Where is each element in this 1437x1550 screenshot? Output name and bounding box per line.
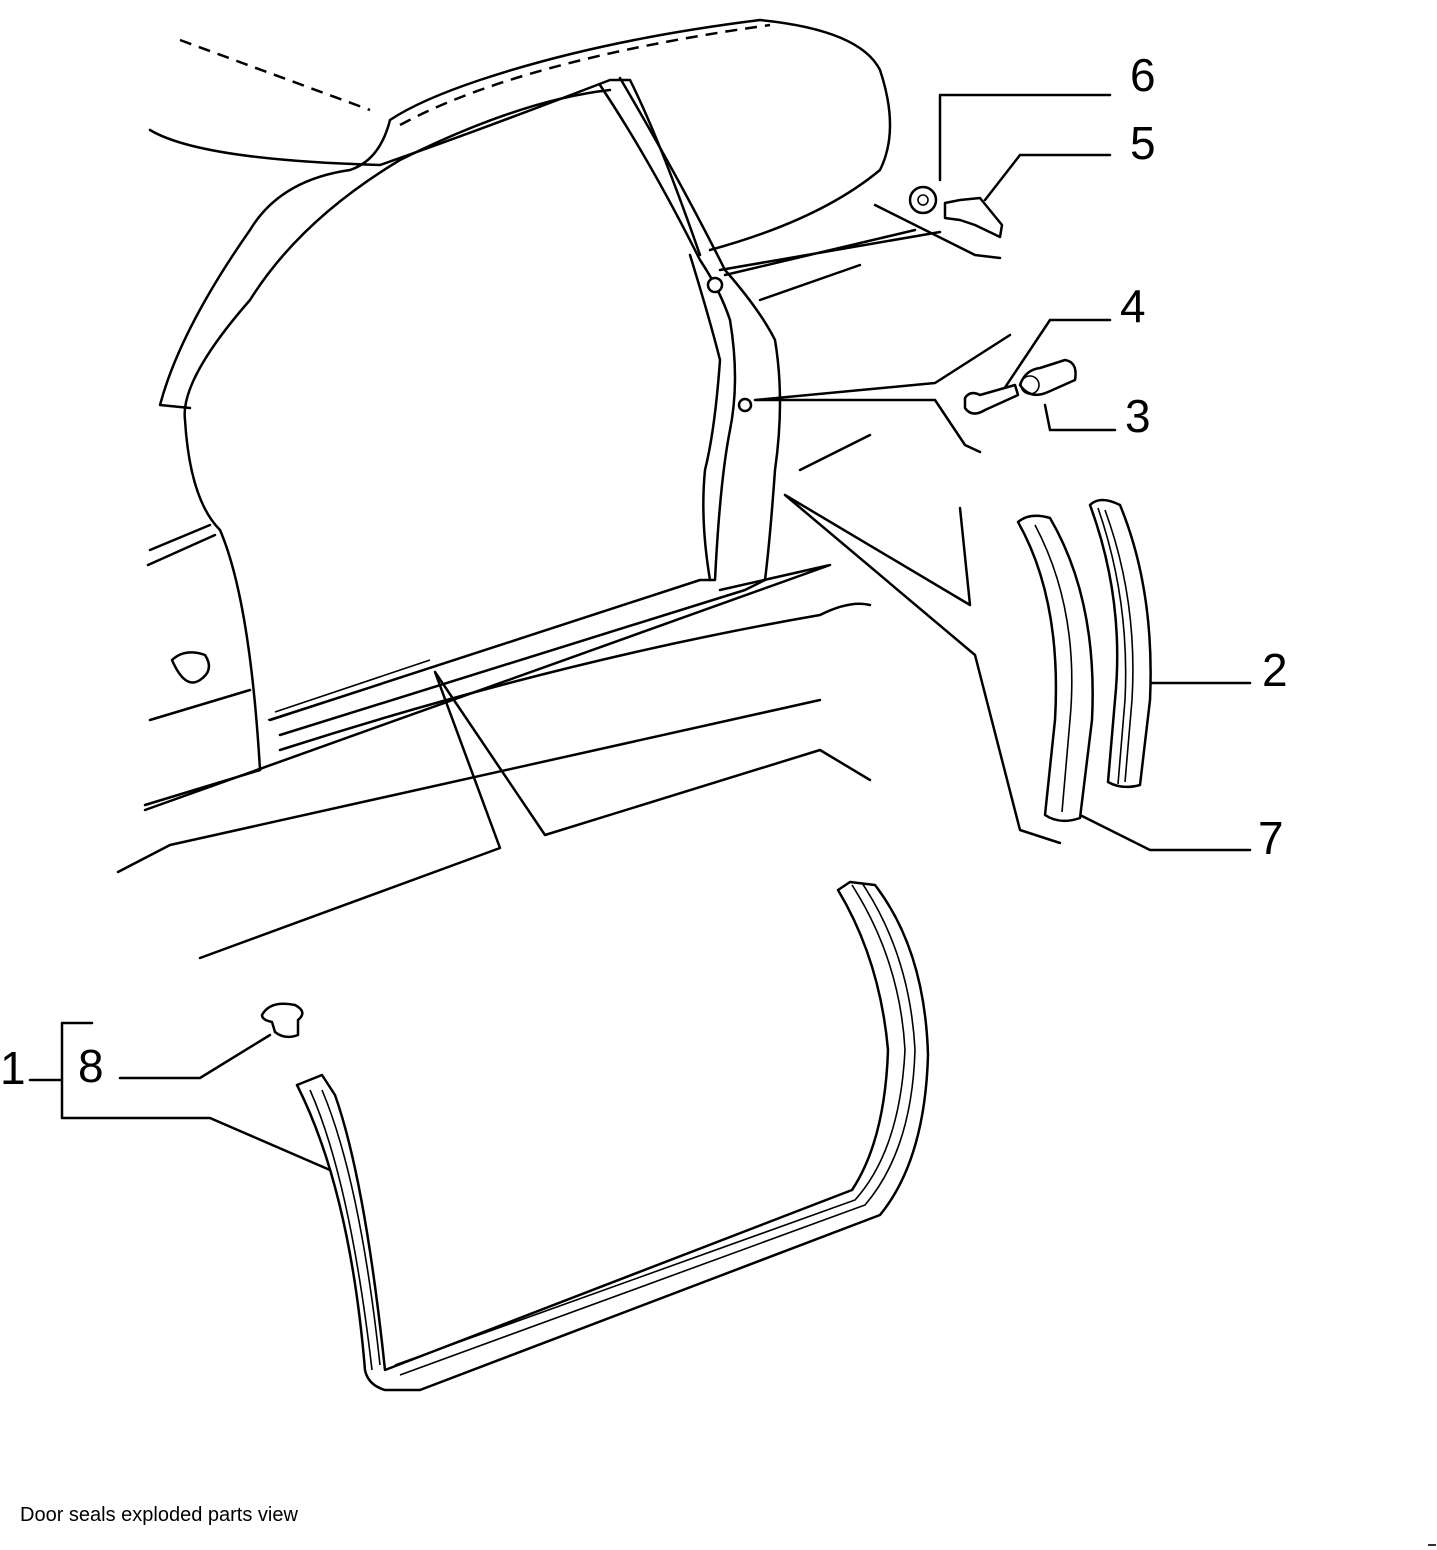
part-4-screw [963, 383, 1020, 415]
part-6-washer [908, 185, 938, 215]
part-7-seal-strip [1016, 514, 1094, 823]
callout-7: 7 [1258, 812, 1284, 864]
part-1-door-seal [295, 880, 930, 1392]
callout-6: 6 [1130, 49, 1156, 101]
callout-3: 3 [1125, 390, 1151, 442]
callout-5: 5 [1130, 117, 1156, 169]
leader-lines [28, 93, 1252, 1172]
part-8-plug [260, 1002, 304, 1039]
callout-4: 4 [1120, 280, 1146, 332]
part-2-seal-strip [1088, 498, 1152, 789]
car-body-outline [116, 18, 892, 874]
part-3-bushing [1018, 358, 1077, 397]
diagram-title: Door seals exploded parts view [20, 1504, 298, 1526]
callout-8: 8 [78, 1040, 104, 1092]
part-5-bolt [943, 196, 1004, 239]
callout-2: 2 [1262, 644, 1288, 696]
callout-1: 1 [0, 1042, 26, 1094]
